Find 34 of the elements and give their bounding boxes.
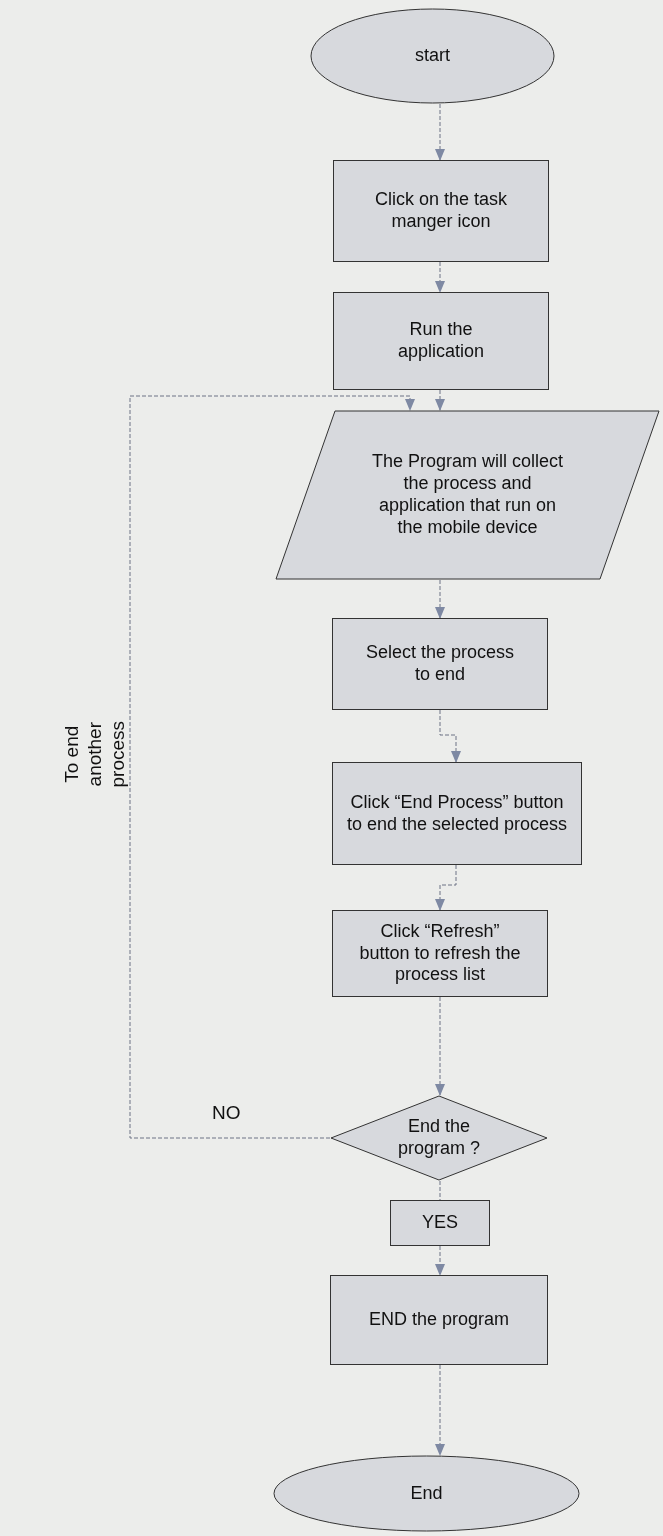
loop-note: To end another process — [60, 719, 129, 790]
arrow — [435, 1364, 445, 1456]
process-box — [330, 1275, 548, 1365]
process-box — [333, 160, 549, 262]
arrow — [435, 864, 457, 911]
process-box — [332, 910, 548, 997]
node-label: Click on the task manger icon — [373, 189, 509, 233]
terminal-ellipse — [273, 1455, 580, 1532]
node-label: Run the application — [396, 319, 486, 363]
node-label: END the program — [368, 1309, 510, 1331]
arrow — [435, 1245, 445, 1276]
node-label: YES — [422, 1212, 458, 1234]
arrow — [439, 709, 461, 763]
process-box — [332, 762, 582, 865]
arrow — [435, 261, 445, 293]
process-box — [390, 1200, 490, 1246]
node-label: Click “Refresh” button to refresh the process list — [358, 920, 522, 987]
node-label: The Program will collect the process and application that run on the mobile device — [370, 451, 565, 539]
node-label: End the program ? — [396, 1116, 481, 1160]
input-output-parallelogram — [275, 410, 660, 580]
process-box — [332, 618, 548, 710]
node-label: End — [410, 1482, 443, 1505]
arrow — [435, 389, 445, 411]
decision-diamond — [330, 1095, 548, 1181]
node-label: Click “End Process” button to end the selected process — [345, 791, 569, 836]
arrow — [129, 395, 415, 1139]
process-box — [333, 292, 549, 390]
node-label: start — [415, 45, 450, 67]
arrow — [435, 579, 445, 619]
node-label: Select the process to end — [365, 642, 515, 686]
arrow — [435, 996, 445, 1096]
arrow — [435, 103, 445, 161]
edge-label: NO — [212, 1102, 241, 1124]
terminal-ellipse — [310, 8, 555, 104]
